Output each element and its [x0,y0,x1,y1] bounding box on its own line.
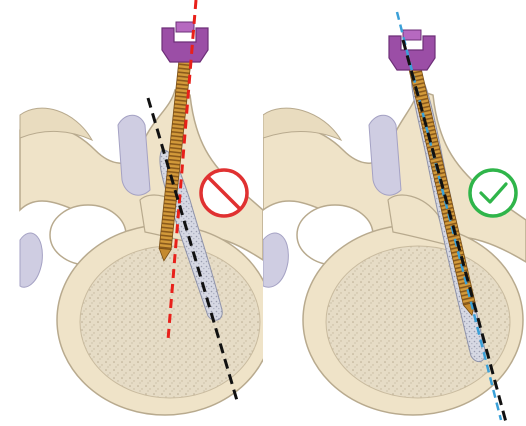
screw-head [389,30,435,70]
panel-incorrect-trajectory [0,0,263,426]
ligament-small [263,233,288,287]
checkmark-circle-icon [470,170,516,216]
ligament [369,115,401,195]
prohibited-icon [201,170,247,216]
ligament-small [20,233,42,287]
panel-correct-trajectory [263,0,526,426]
cancellous-bone [326,246,510,398]
screw-head [162,22,208,62]
ligament [118,115,150,195]
vertebra-illustration-left [0,0,263,426]
vertebra-illustration-right [263,0,526,426]
